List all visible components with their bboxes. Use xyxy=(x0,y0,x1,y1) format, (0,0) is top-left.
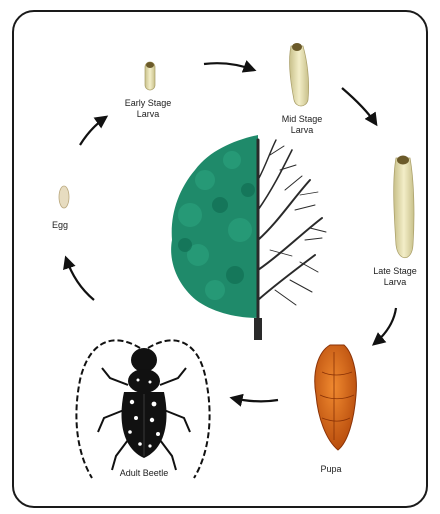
stage-label-mid-larva: Mid Stage Larva xyxy=(262,114,342,136)
stage-label-late-larva: Late Stage Larva xyxy=(360,266,430,288)
pupa-icon xyxy=(315,345,357,450)
tree-icon xyxy=(171,135,326,340)
mid-larva-icon xyxy=(290,43,309,106)
egg-icon xyxy=(59,186,69,208)
stage-label-egg: Egg xyxy=(38,220,82,231)
stage-label-early-larva: Early Stage Larva xyxy=(108,98,188,120)
late-larva-icon xyxy=(394,156,414,258)
beetle-icon xyxy=(76,340,209,478)
stage-label-adult-beetle: Adult Beetle xyxy=(104,468,184,479)
early-larva-icon xyxy=(145,62,155,90)
stage-label-pupa: Pupa xyxy=(306,464,356,475)
